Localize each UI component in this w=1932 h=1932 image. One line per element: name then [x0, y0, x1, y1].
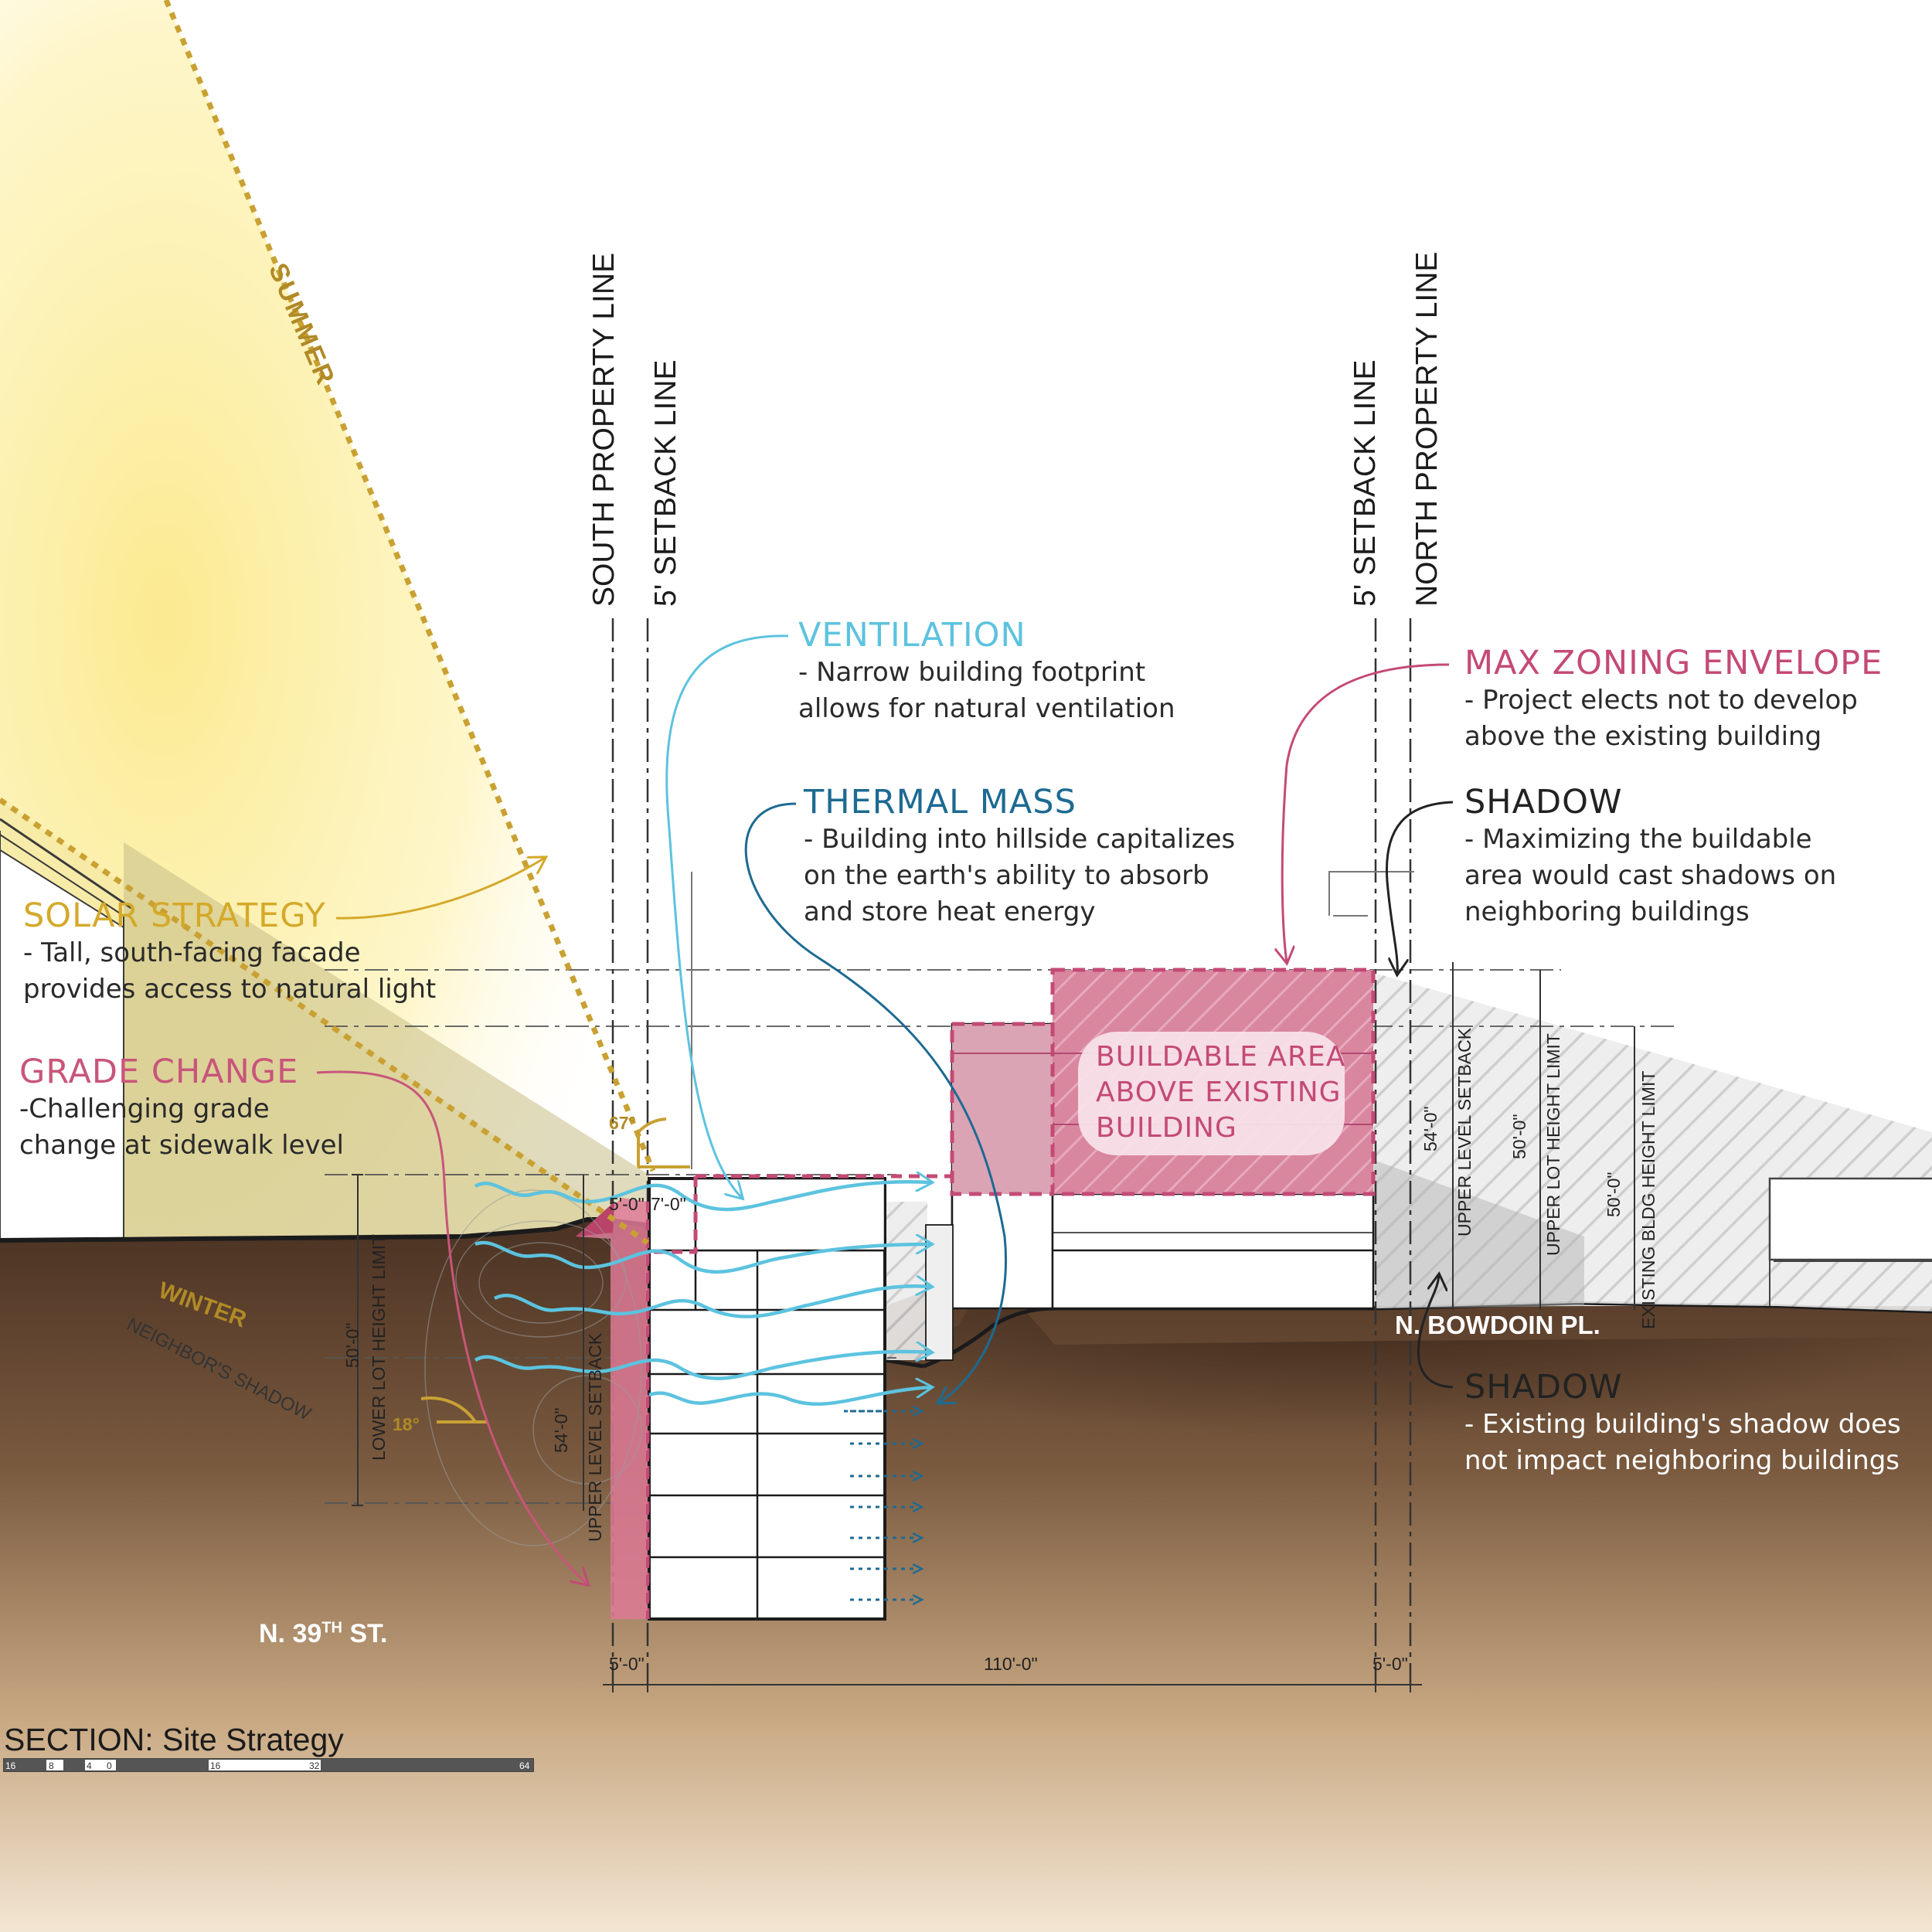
north-property-line-label: NORTH PROPERTY LINE	[1410, 251, 1444, 607]
shadow-top-annotation: SHADOW - Maximizing the buildable area w…	[1464, 783, 1836, 930]
dim-existing-bldg-label: EXISTING BLDG HEIGHT LIMIT	[1638, 1070, 1658, 1329]
dim-upper-setback-left-label: UPPER LEVEL SETBACK	[585, 1332, 605, 1542]
section-title: SECTION: Site Strategy	[4, 1722, 344, 1757]
ventilation-leader	[665, 634, 789, 1198]
ghost-circles	[424, 1189, 642, 1546]
north-street-label: N. BOWDOIN PL.	[1395, 1311, 1600, 1339]
grade-change-annotation: GRADE CHANGE -Challenging grade change a…	[19, 1053, 344, 1164]
grade-leader	[316, 1070, 587, 1584]
buildable-area-line-1: BUILDABLE AREA	[1096, 1041, 1346, 1073]
dimension-lines	[352, 962, 1635, 1692]
dim-lower-height: 50'-0"	[342, 1322, 362, 1368]
scale-bar	[3, 1758, 534, 1772]
shadow-bottom-leader	[1417, 1275, 1454, 1389]
shadow-top-leader	[1385, 801, 1454, 974]
dim-upper-lot-label: UPPER LOT HEIGHT LIMIT	[1543, 1033, 1563, 1256]
ventilation-flows	[474, 1182, 931, 1406]
summer-angle-label: 67°	[609, 1113, 636, 1133]
ventilation-title: VENTILATION	[798, 616, 1026, 655]
dim-upper-setback-right-label: UPPER LEVEL SETBACK	[1454, 1027, 1475, 1236]
dim-bottom-mid: 110'-0"	[984, 1654, 1038, 1674]
grade-change-text-2: change at sidewalk level	[19, 1130, 345, 1161]
max-zoning-title: MAX ZONING ENVELOPE	[1464, 644, 1883, 682]
shadow-top-title: SHADOW	[1464, 783, 1623, 821]
dim-bottom-right: 5'-0"	[1372, 1654, 1408, 1674]
shadow-bottom-title: SHADOW	[1464, 1368, 1623, 1406]
shadow-bottom-text-1: - Existing building's shadow does	[1464, 1409, 1901, 1440]
dim-setback-5: 5'-0"	[609, 1194, 645, 1214]
scale-tick-64: 64	[519, 1760, 530, 1771]
north-neighbor-building	[1768, 1177, 1932, 1306]
south-street-base: N. 39	[259, 1619, 322, 1648]
buildable-area	[950, 968, 1376, 1196]
south-street-suffix: ST.	[342, 1619, 388, 1648]
shadow-top-text-1: - Maximizing the buildable	[1464, 824, 1812, 855]
south-setback-line-label: 5' SETBACK LINE	[649, 359, 682, 607]
max-zoning-annotation: MAX ZONING ENVELOPE - Project elects not…	[1464, 644, 1883, 755]
max-zoning-text-1: - Project elects not to develop	[1464, 685, 1858, 716]
tower-shadow-hatch	[885, 1202, 927, 1360]
buildable-area-line-2: ABOVE EXISTING	[1096, 1077, 1342, 1108]
shadow-top-text-3: neighboring buildings	[1464, 896, 1750, 927]
south-property-line-label: SOUTH PROPERTY LINE	[587, 252, 621, 607]
dim-existing-bldg: 50'-0"	[1604, 1172, 1624, 1217]
summer-sun-line	[163, 0, 656, 1172]
shadow-bottom-text-2: not impact neighboring buildings	[1464, 1445, 1900, 1476]
neighbor-building	[0, 818, 649, 1268]
solar-strategy-annotation: SOLAR STRATEGY - Tall, south-facing faca…	[23, 896, 436, 1008]
zoning-leader	[1282, 663, 1450, 962]
north-shadow-gradient	[1372, 1159, 1584, 1308]
shadow-bottom-annotation: SHADOW - Existing building's shadow does…	[1464, 1368, 1901, 1479]
dim-setback-7: 7'-0"	[651, 1194, 686, 1214]
buildable-area-line-3: BUILDING	[1096, 1112, 1237, 1144]
thermal-mass-text-1: - Building into hillside capitalizes	[804, 824, 1236, 855]
ventilation-text-1: - Narrow building footprint	[798, 657, 1146, 688]
thermal-mass-text-3: and store heat energy	[804, 896, 1096, 927]
north-setback-line-label: 5' SETBACK LINE	[1349, 359, 1382, 607]
thermal-mass-annotation: THERMAL MASS - Building into hillside ca…	[804, 783, 1235, 930]
summer-angle-marker	[637, 1117, 667, 1167]
grade-change-title: GRADE CHANGE	[19, 1053, 299, 1091]
shadow-top-text-2: area would cast shadows on	[1464, 860, 1837, 891]
dim-lower-lot-label: LOWER LOT HEIGHT LIMIT	[369, 1233, 389, 1461]
scale-tick-4: 4	[87, 1760, 92, 1771]
thermal-leader	[744, 802, 1007, 1403]
max-zoning-text-2: above the existing building	[1464, 721, 1822, 752]
grade-change-wedge	[576, 1198, 649, 1619]
scale-tick-32: 32	[309, 1760, 320, 1771]
winter-angle-label: 18°	[393, 1414, 420, 1434]
scale-tick-8: 8	[49, 1760, 54, 1771]
scale-tick-16a: 16	[5, 1760, 16, 1771]
dim-bottom-left: 5'-0"	[609, 1654, 645, 1674]
solar-strategy-text-1: - Tall, south-facing facade	[23, 937, 361, 968]
scale-tick-16b: 16	[210, 1760, 221, 1771]
buildable-area-label: BUILDABLE AREA ABOVE EXISTING BUILDING	[1096, 1039, 1345, 1146]
solar-strategy-text-2: provides access to natural light	[23, 974, 437, 1005]
south-street-sup: TH	[321, 1619, 342, 1637]
thermal-mass-title: THERMAL MASS	[804, 783, 1077, 821]
grade-change-text-1: -Challenging grade	[19, 1094, 270, 1124]
ventilation-text-2: allows for natural ventilation	[798, 693, 1175, 724]
ventilation-annotation: VENTILATION - Narrow building footprint …	[798, 616, 1175, 727]
winter-sun-line	[0, 798, 649, 1245]
dim-upper-setback-right: 54'-0"	[1420, 1106, 1440, 1151]
dim-upper-setback-left: 54'-0"	[551, 1407, 571, 1453]
scale-tick-0: 0	[107, 1760, 112, 1771]
thermal-mass-text-2: on the earth's ability to absorb	[804, 860, 1209, 891]
south-street-label: N. 39TH ST.	[259, 1619, 388, 1649]
winter-angle-marker	[420, 1396, 487, 1423]
solar-strategy-title: SOLAR STRATEGY	[23, 896, 326, 935]
solar-leader	[335, 858, 545, 920]
dim-upper-lot: 50'-0"	[1509, 1114, 1529, 1159]
